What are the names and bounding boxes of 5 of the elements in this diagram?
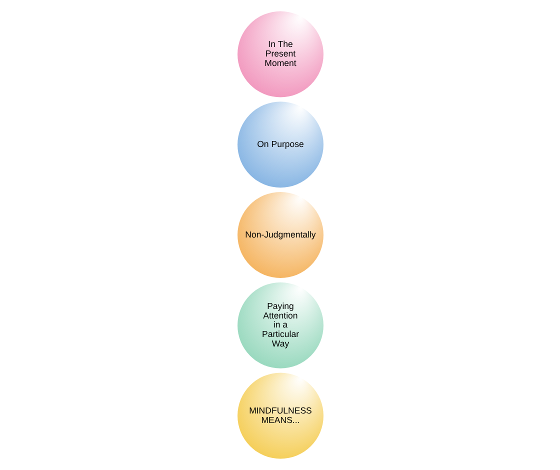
node-circle: Non-Judgmentally [237,192,323,278]
node-circle: MINDFULNESS MEANS... [237,372,323,459]
node-circle: On Purpose [237,102,323,188]
node-circle: Paying Attention in a Particular Way [237,282,323,368]
node-circle: In The Present Moment [237,11,323,98]
